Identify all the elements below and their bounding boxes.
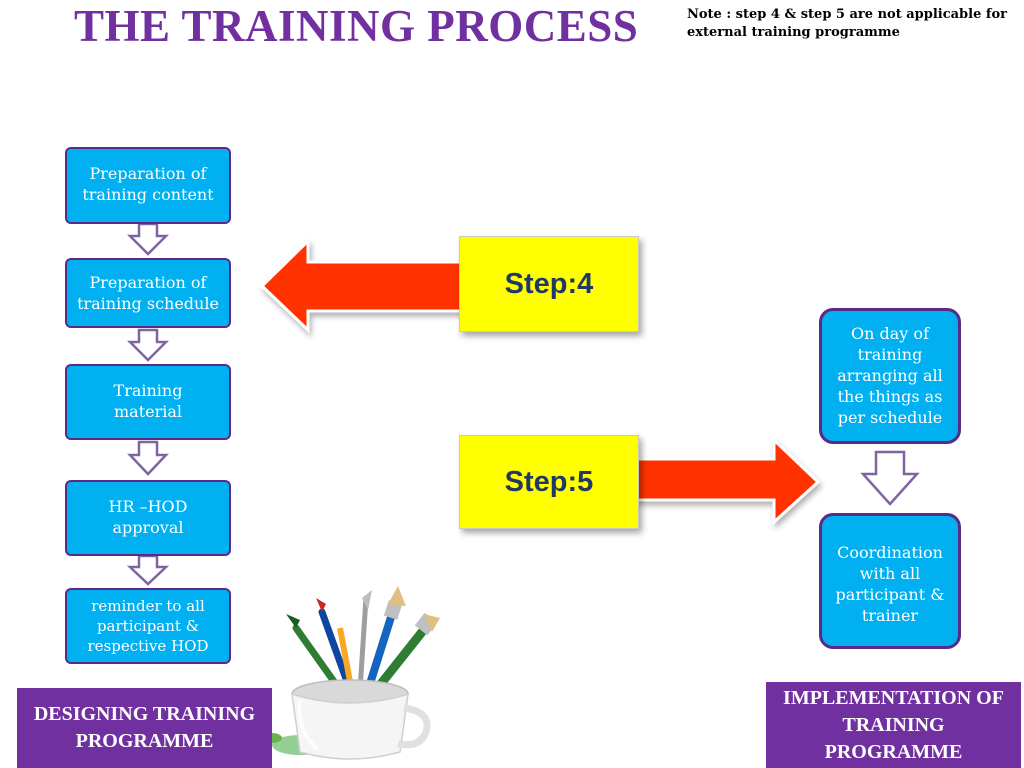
- step-5-label: Step:5: [459, 435, 639, 529]
- down-arrow-icon: [127, 440, 169, 476]
- down-arrow-icon: [126, 328, 170, 362]
- down-arrow-icon: [126, 222, 170, 256]
- big-left-arrow-icon: [259, 237, 472, 334]
- step-box-reminder: reminder to all participant & respective…: [65, 588, 231, 664]
- big-right-arrow-icon: [623, 436, 821, 526]
- step-box-training-material: Training material: [65, 364, 231, 440]
- note-text: Note : step 4 & step 5 are not applicabl…: [687, 7, 1007, 40]
- step-4-label: Step:4: [459, 236, 639, 332]
- step-box-preparation-content: Preparation of training content: [65, 147, 231, 224]
- paint-brushes-cup-illustration: [262, 586, 440, 760]
- step-box-hr-hod-approval: HR –HOD approval: [65, 480, 231, 556]
- step-box-preparation-schedule: Preparation of training schedule: [65, 258, 231, 328]
- implementation-training-band: IMPLEMENTATION OF TRAINING PROGRAMME: [766, 682, 1021, 768]
- down-arrow-icon: [860, 450, 920, 506]
- step-box-on-day-of-training: On day of training arranging all the thi…: [819, 308, 961, 444]
- step-box-coordination: Coordination with all participant & trai…: [819, 513, 961, 649]
- page-title: THE TRAINING PROCESS: [74, 1, 639, 51]
- down-arrow-icon: [126, 554, 170, 586]
- designing-training-band: DESIGNING TRAINING PROGRAMME: [17, 688, 272, 768]
